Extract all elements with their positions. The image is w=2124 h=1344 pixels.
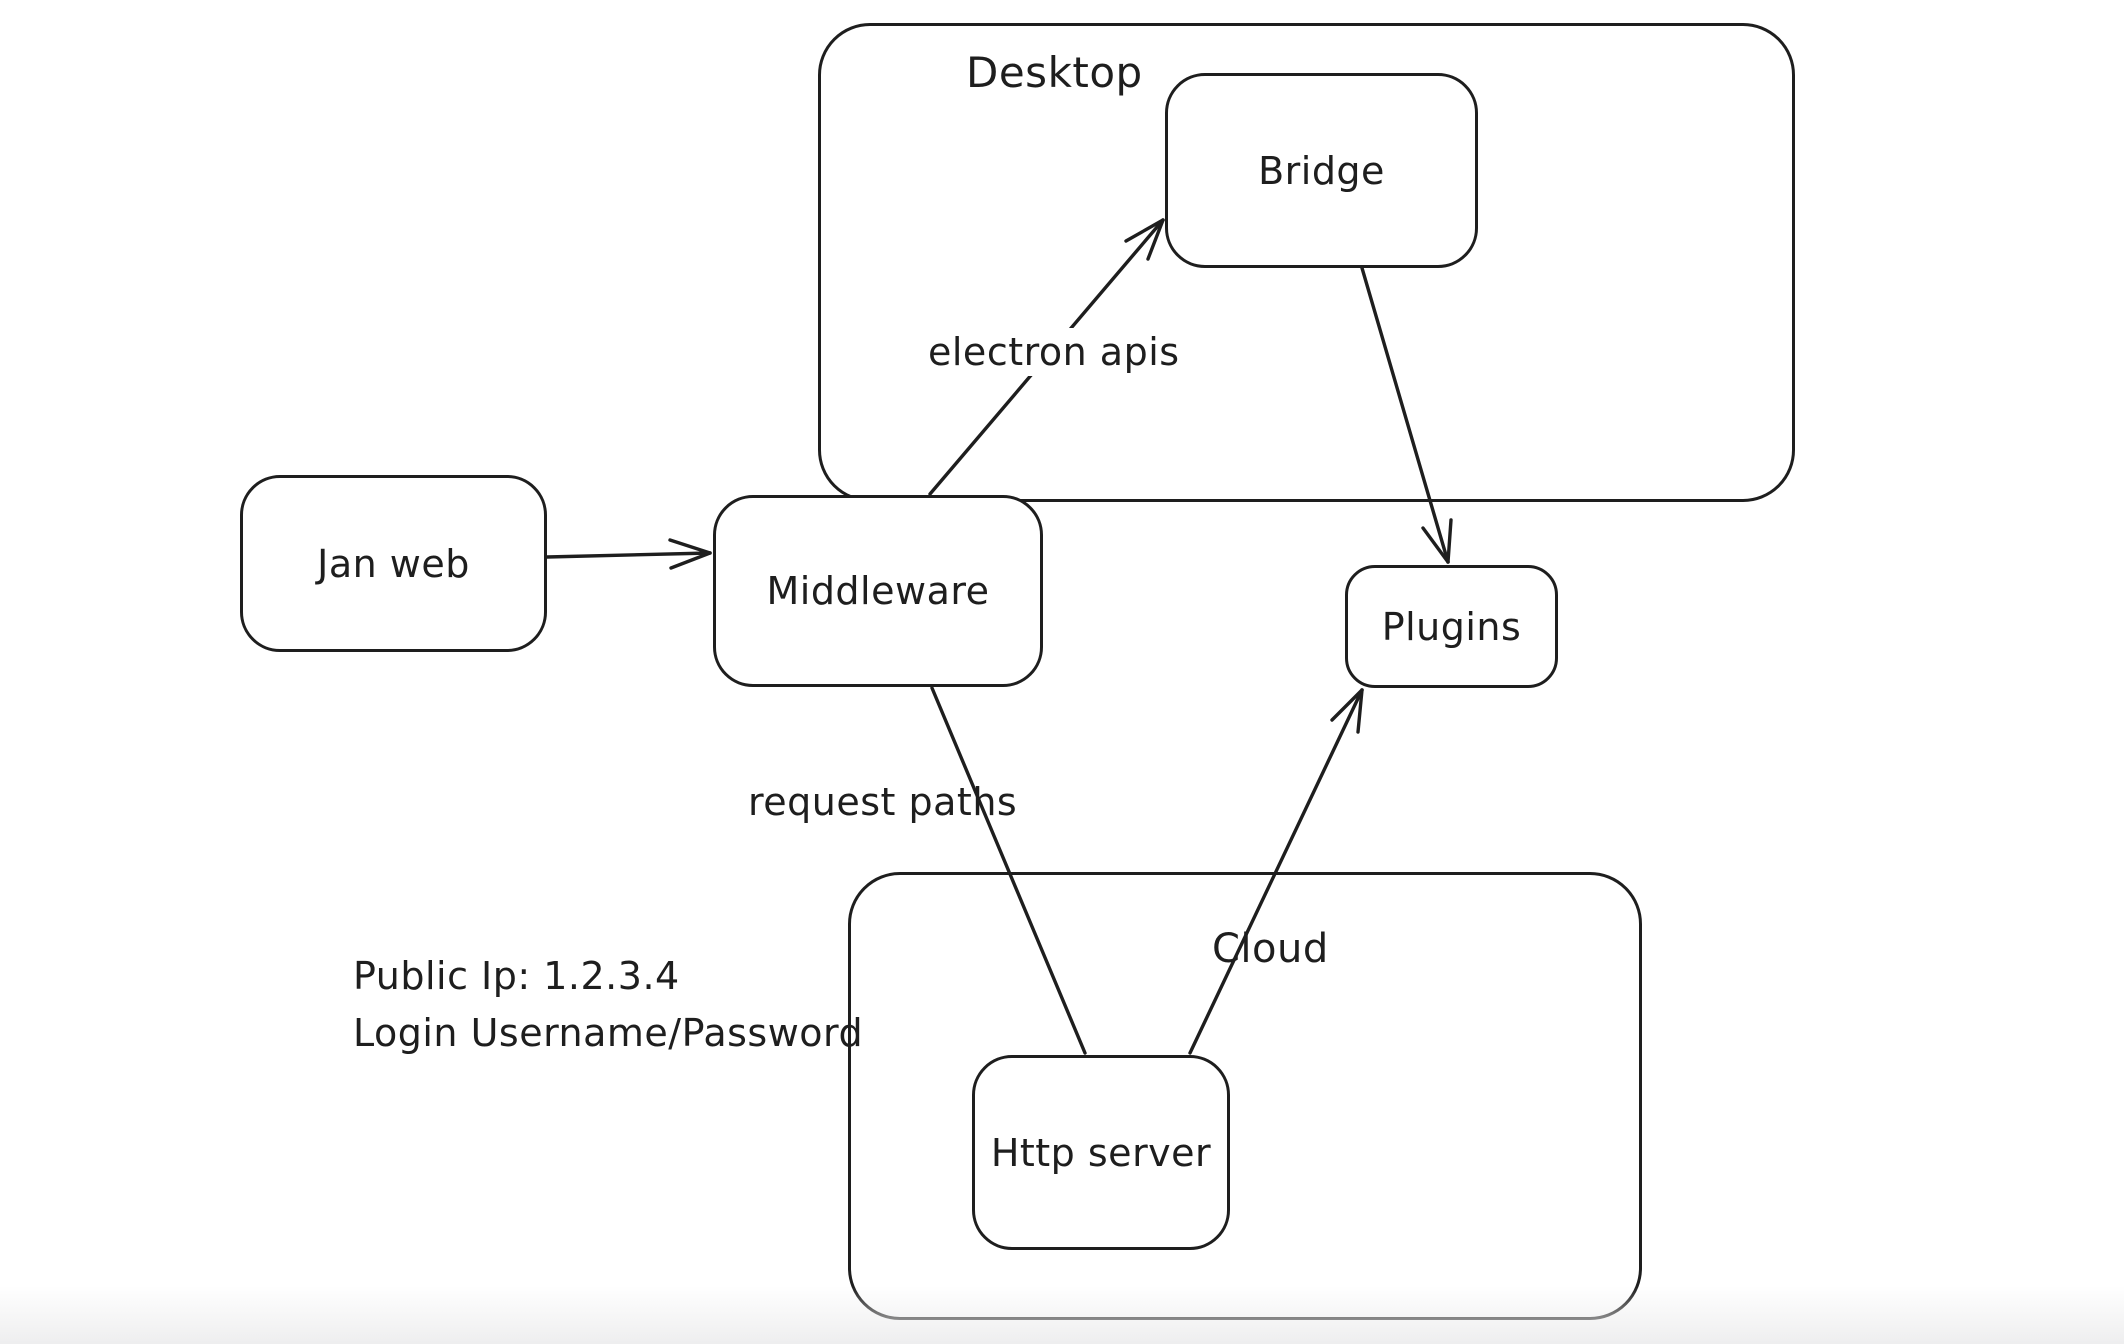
edge-jan-web-to-middleware[interactable] xyxy=(545,538,712,570)
edge-http-server-to-plugins-arrowhead xyxy=(1356,688,1364,734)
container-desktop-title[interactable]: Desktop xyxy=(966,48,1143,97)
node-jan-web-label: Jan web xyxy=(317,541,470,586)
edge-middleware-to-http-server-line xyxy=(930,686,1087,1055)
node-plugins[interactable]: Plugins xyxy=(1345,565,1558,688)
edge-bridge-to-plugins-arrowhead xyxy=(1446,518,1453,564)
container-desktop[interactable] xyxy=(818,23,1795,502)
node-middleware[interactable]: Middleware xyxy=(713,495,1043,687)
edge-jan-web-to-middleware-arrowhead xyxy=(669,551,712,570)
node-http-server-label: Http server xyxy=(990,1130,1212,1175)
node-bridge[interactable]: Bridge xyxy=(1165,73,1478,268)
edge-http-server-to-plugins-arrowhead xyxy=(1330,688,1364,722)
edge-label-request-paths[interactable]: request paths xyxy=(748,780,1018,824)
edge-bridge-to-plugins[interactable] xyxy=(1360,266,1453,564)
edge-label-electron-apis[interactable]: electron apis xyxy=(922,328,1186,376)
node-bridge-label: Bridge xyxy=(1258,148,1385,193)
edge-middleware-to-bridge-arrowhead xyxy=(1146,218,1165,261)
edge-bridge-to-plugins-line xyxy=(1360,266,1450,564)
edge-bridge-to-plugins-arrowhead xyxy=(1421,526,1450,564)
edge-jan-web-to-middleware-line xyxy=(545,551,712,559)
node-jan-web[interactable]: Jan web xyxy=(240,475,547,652)
edge-middleware-to-bridge-arrowhead xyxy=(1124,218,1165,243)
node-middleware-label: Middleware xyxy=(766,569,990,613)
annotation-line-public-ip: Public Ip: 1.2.3.4 xyxy=(353,954,680,998)
node-http-server[interactable]: Http server xyxy=(972,1055,1230,1250)
edge-jan-web-to-middleware-arrowhead xyxy=(668,538,712,555)
container-cloud-title[interactable]: Cloud xyxy=(1212,926,1329,972)
edge-middleware-to-http-server[interactable] xyxy=(930,686,1087,1055)
edge-http-server-to-plugins[interactable] xyxy=(1188,688,1364,1055)
annotation-text[interactable]: Public Ip: 1.2.3.4 Login Username/Passwo… xyxy=(353,948,863,1062)
node-plugins-label: Plugins xyxy=(1381,604,1522,649)
edge-http-server-to-plugins-line xyxy=(1188,688,1364,1055)
annotation-line-login: Login Username/Password xyxy=(353,1011,864,1055)
